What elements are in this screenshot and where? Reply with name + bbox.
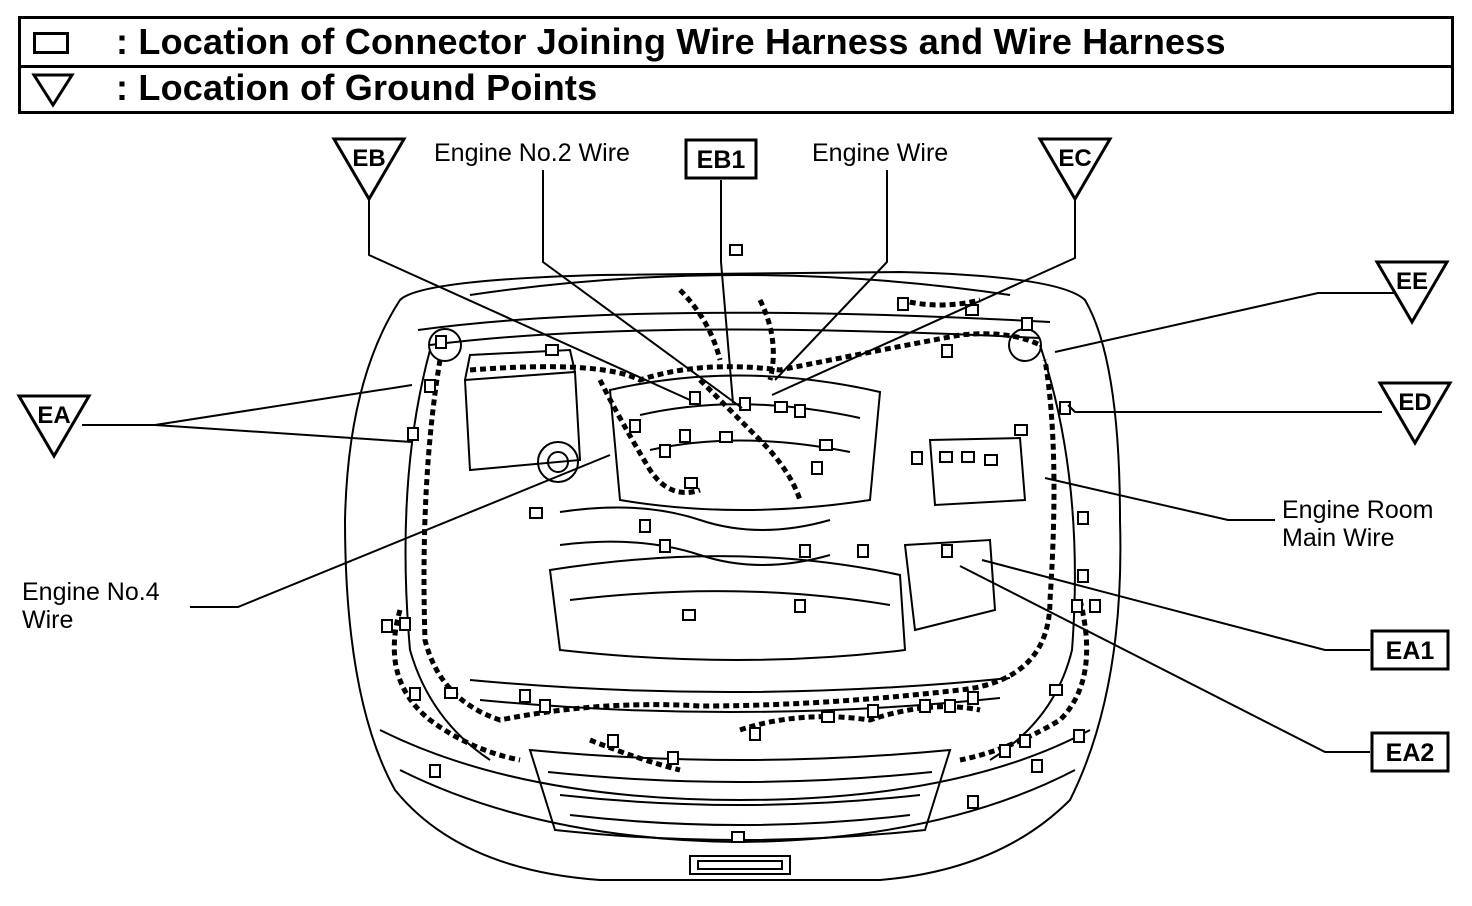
ground-point-ec: EC [1037, 137, 1113, 202]
ground-triangle-icon [331, 137, 407, 202]
ground-label-eb: EB [352, 145, 385, 172]
connector-box-icon [1370, 731, 1450, 773]
ground-point-eb: EB [331, 137, 407, 202]
label-engine-wire: Engine Wire [812, 139, 948, 167]
connector-ea1: EA1 [1370, 629, 1450, 671]
car-body-icon [343, 270, 1122, 881]
ground-triangle-icon [1374, 260, 1450, 325]
ground-triangle-icon [1037, 137, 1113, 202]
ground-triangle-symbol-icon [31, 73, 75, 108]
connector-ea2: EA2 [1370, 731, 1450, 773]
leader-lines [82, 170, 1412, 753]
ground-label-ec: EC [1058, 145, 1091, 172]
label-engine-no4-wire-1: Engine No.4 [22, 578, 160, 606]
wire-harness-icon [391, 288, 1090, 773]
connector-box-icon [684, 138, 758, 180]
ground-point-ed: ED [1377, 381, 1453, 446]
label-engine-room-main-wire-1: Engine Room [1282, 496, 1433, 524]
connector-label-ea1: EA1 [1386, 637, 1435, 665]
connector-eb1: EB1 [684, 138, 758, 180]
legend-ground-text: : Location of Ground Points [116, 67, 598, 108]
ground-triangle-icon [1377, 381, 1453, 446]
connector-box-icon [1370, 629, 1450, 671]
ground-label-ee: EE [1396, 268, 1428, 295]
ground-label-ea: EA [37, 402, 70, 429]
ground-point-ee: EE [1374, 260, 1450, 325]
ground-point-ea: EA [16, 394, 92, 459]
connector-box-symbol-icon [33, 32, 69, 54]
legend-connector-text: : Location of Connector Joining Wire Har… [116, 21, 1226, 62]
label-engine-no2-wire: Engine No.2 Wire [434, 139, 630, 167]
ground-triangle-icon [16, 394, 92, 459]
legend-row-ground: : Location of Ground Points [21, 66, 1451, 112]
ground-label-ed: ED [1398, 389, 1431, 416]
legend: : Location of Connector Joining Wire Har… [18, 16, 1454, 114]
label-engine-no4-wire-2: Wire [22, 606, 73, 634]
connector-label-eb1: EB1 [697, 146, 746, 174]
label-engine-room-main-wire-2: Main Wire [1282, 524, 1395, 552]
legend-row-connector: : Location of Connector Joining Wire Har… [21, 19, 1451, 68]
connector-blocks-icon [381, 244, 1101, 843]
connector-label-ea2: EA2 [1386, 739, 1435, 767]
